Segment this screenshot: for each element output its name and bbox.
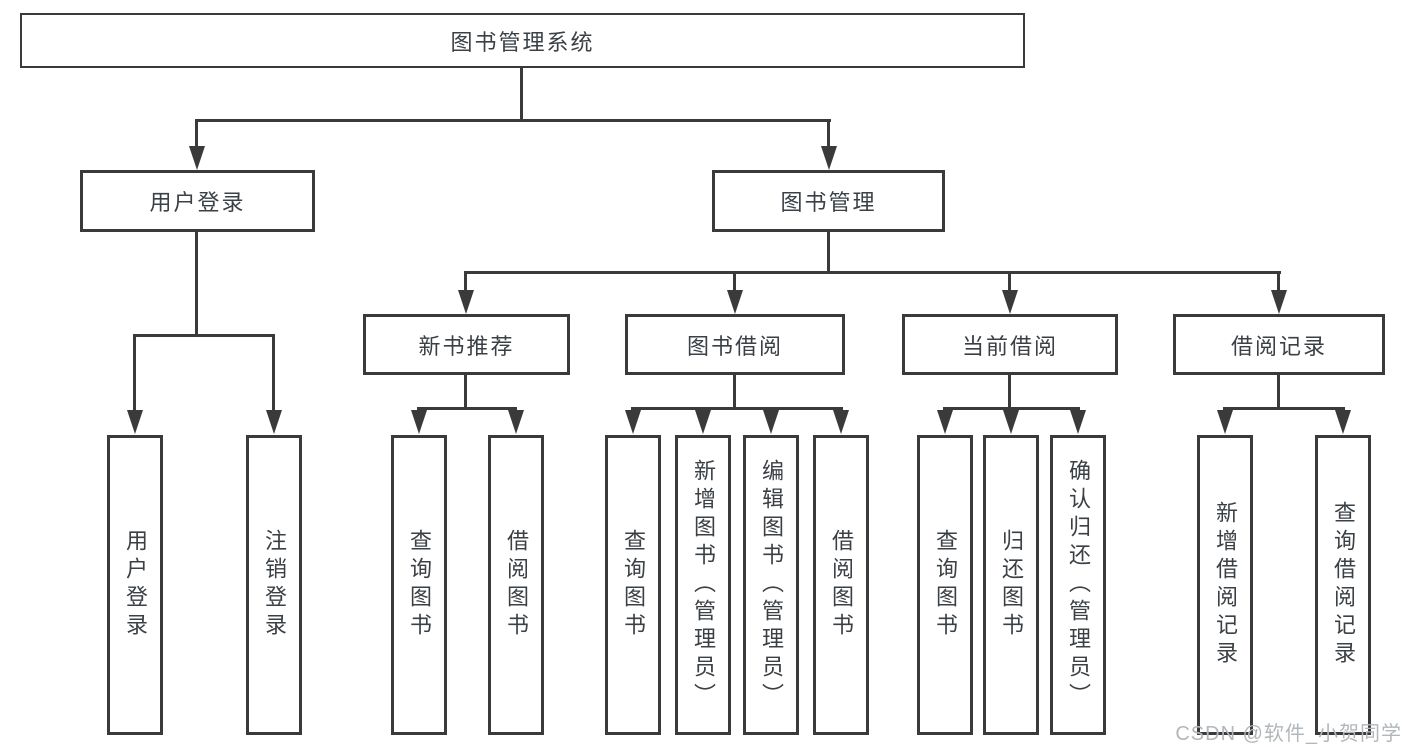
leaf-query-books-label: 查询图书 — [621, 529, 646, 641]
csdn-watermark: CSDN @软件_小贺同学 — [1175, 723, 1402, 745]
leaf-add-borrow-record: 新增借阅记录 — [1197, 435, 1253, 735]
connector-hline — [133, 334, 275, 337]
arrow-down-icon — [1217, 410, 1233, 434]
arrow-down-icon — [1070, 410, 1086, 434]
leaf-edit-book-admin: 编辑图书（管理员） — [743, 435, 799, 735]
arrow-down-icon — [727, 290, 743, 314]
connector-vline — [520, 66, 523, 122]
arrow-down-icon — [508, 410, 524, 434]
node-borrowing-records: 借阅记录 — [1173, 314, 1385, 375]
leaf-edit-book-admin-label: 编辑图书（管理员） — [759, 459, 784, 711]
connector-hline — [631, 407, 843, 410]
connector-vline — [1008, 271, 1011, 292]
arrow-down-icon — [127, 410, 143, 434]
arrow-down-icon — [821, 146, 837, 170]
arrow-down-icon — [1335, 410, 1351, 434]
node-book-borrowing-label: 图书借阅 — [686, 333, 783, 359]
leaf-add-borrow-record-label: 新增借阅记录 — [1213, 501, 1238, 669]
arrow-down-icon — [411, 410, 427, 434]
node-library-management-system-label: 图书管理系统 — [450, 29, 595, 55]
leaf-query-books-label: 查询图书 — [933, 529, 958, 641]
connector-hline — [464, 271, 1281, 274]
leaf-query-borrow-record-label: 查询借阅记录 — [1331, 501, 1356, 669]
connector-vline — [1277, 271, 1280, 292]
leaf-borrow-books: 借阅图书 — [813, 435, 869, 735]
connector-hline — [195, 119, 831, 122]
node-new-book-recommendation: 新书推荐 — [363, 314, 570, 375]
connector-vline — [464, 373, 467, 409]
node-book-borrowing: 图书借阅 — [625, 314, 845, 375]
leaf-confirm-return-admin-label: 确认归还（管理员） — [1066, 459, 1091, 711]
leaf-user-login-label: 用户登录 — [123, 529, 148, 641]
node-user-login-label: 用户登录 — [149, 190, 246, 215]
leaf-borrow-books-label: 借阅图书 — [829, 529, 854, 641]
arrow-down-icon — [266, 410, 282, 434]
leaf-confirm-return-admin: 确认归还（管理员） — [1050, 435, 1106, 735]
arrow-down-icon — [695, 410, 711, 434]
leaf-return-books-label: 归还图书 — [999, 529, 1024, 641]
leaf-query-books-label: 查询图书 — [407, 529, 432, 641]
connector-hline — [1223, 407, 1345, 410]
arrow-down-icon — [1003, 410, 1019, 434]
connector-vline — [133, 334, 136, 411]
leaf-add-book-admin: 新增图书（管理员） — [675, 435, 731, 735]
leaf-borrow-books-label: 借阅图书 — [504, 529, 529, 641]
arrow-down-icon — [1271, 290, 1287, 314]
arrow-down-icon — [625, 410, 641, 434]
connector-vline — [1008, 373, 1011, 409]
node-book-management: 图书管理 — [712, 170, 945, 232]
node-library-management-system: 图书管理系统 — [20, 13, 1025, 68]
leaf-query-books: 查询图书 — [391, 435, 447, 735]
node-book-management-label: 图书管理 — [780, 190, 877, 215]
leaf-query-books: 查询图书 — [917, 435, 973, 735]
connector-vline — [1277, 373, 1280, 409]
node-new-book-recommendation-label: 新书推荐 — [418, 333, 515, 359]
connector-vline — [733, 271, 736, 292]
arrow-down-icon — [189, 146, 205, 170]
arrow-down-icon — [1002, 290, 1018, 314]
leaf-return-books: 归还图书 — [983, 435, 1039, 735]
leaf-user-login: 用户登录 — [107, 435, 163, 735]
leaf-logout: 注销登录 — [246, 435, 302, 735]
node-user-login: 用户登录 — [80, 170, 315, 232]
leaf-query-books: 查询图书 — [605, 435, 661, 735]
node-current-borrowing: 当前借阅 — [902, 314, 1118, 375]
leaf-logout-label: 注销登录 — [262, 529, 287, 641]
connector-vline — [195, 230, 198, 336]
connector-vline — [827, 119, 830, 147]
leaf-add-book-admin-label: 新增图书（管理员） — [691, 459, 716, 711]
connector-vline — [464, 271, 467, 292]
connector-vline — [272, 334, 275, 411]
leaf-query-borrow-record: 查询借阅记录 — [1315, 435, 1371, 735]
connector-hline — [943, 407, 1080, 410]
arrow-down-icon — [833, 410, 849, 434]
connector-vline — [827, 230, 830, 274]
node-current-borrowing-label: 当前借阅 — [961, 333, 1058, 359]
connector-vline — [733, 373, 736, 409]
arrow-down-icon — [763, 410, 779, 434]
leaf-borrow-books: 借阅图书 — [488, 435, 544, 735]
arrow-down-icon — [458, 290, 474, 314]
connector-vline — [195, 119, 198, 147]
arrow-down-icon — [937, 410, 953, 434]
node-borrowing-records-label: 借阅记录 — [1230, 333, 1327, 359]
connector-hline — [417, 407, 517, 410]
